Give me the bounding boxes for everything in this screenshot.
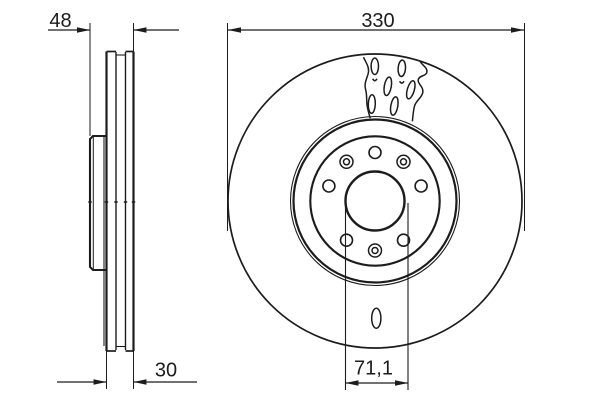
hat-outer-circle (292, 118, 458, 284)
arrowhead-right (77, 27, 90, 33)
bolt-hole (322, 179, 336, 193)
arrowhead-right (395, 380, 408, 386)
dim-hub: 71,1 (344, 203, 409, 390)
bolt-holes (322, 145, 428, 247)
dim-label-total-width: 48 (49, 10, 71, 32)
vent-slot-notch (371, 78, 378, 82)
arrowhead-right (93, 379, 107, 385)
dim-friction-thickness: 30 (57, 351, 197, 389)
screw-hole-inner (399, 158, 408, 166)
vent-slot-notch (398, 80, 405, 84)
vent-slot-bottom (370, 307, 382, 330)
front-view: 330 71,1 (227, 10, 525, 390)
retaining-screw-holes (339, 154, 411, 258)
vent-slot (367, 93, 377, 115)
screw-hole-inner (342, 158, 351, 166)
vent-slot (370, 57, 380, 76)
vent-breakout-section (362, 56, 428, 122)
vent-slot (397, 59, 407, 78)
bolt-hole (396, 233, 411, 247)
bolt-hole (368, 145, 382, 160)
arrowhead-left (133, 27, 147, 33)
dim-outer-diameter: 330 (227, 10, 525, 231)
vent-slot (389, 96, 399, 116)
friction-ring-profile (88, 50, 136, 352)
screw-hole-outer (396, 154, 411, 170)
bolt-hole (339, 233, 354, 247)
arrowhead-left (133, 379, 147, 385)
arrowhead-right (511, 27, 524, 33)
screw-hole-outer (339, 154, 354, 170)
dim-label-friction-thickness: 30 (155, 360, 177, 382)
vent-slot (405, 80, 416, 100)
hub-flange-circle (309, 135, 441, 267)
friction-inner-edge-circle (289, 115, 461, 287)
arrowhead-left (228, 27, 241, 33)
dim-label-hub: 71,1 (354, 358, 393, 380)
screw-hole-outer (367, 243, 383, 258)
breakout-left-edge (362, 56, 371, 119)
center-bore-circle (344, 170, 406, 232)
dim-label-outer-diameter: 330 (361, 10, 394, 32)
dim-total-width: 48 (48, 10, 179, 136)
vent-slot (383, 76, 393, 97)
side-view: 48 30 (48, 10, 197, 389)
bolt-hole (414, 179, 428, 193)
arrowhead-left (345, 380, 359, 386)
screw-hole-inner (371, 246, 379, 255)
breakout-right-edge (411, 61, 428, 122)
hat-profile (88, 134, 107, 346)
